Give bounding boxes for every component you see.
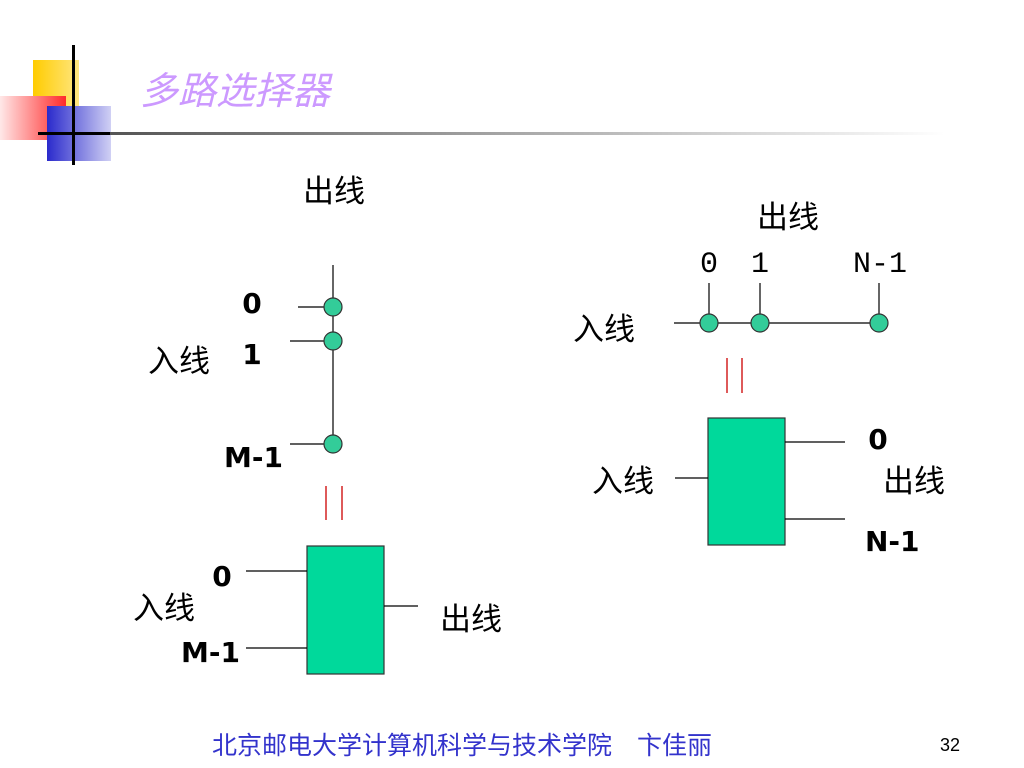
mux-input-index-m-1: M-1 <box>224 441 283 474</box>
demux-block-output-index-n-1: N-1 <box>865 525 920 558</box>
mux-equivalence-mark <box>325 486 343 520</box>
demux-output-index-1: 1 <box>751 248 769 282</box>
page-number: 32 <box>940 735 960 755</box>
mux-node-0 <box>323 297 343 317</box>
mux-input-index-0: 0 <box>242 287 261 320</box>
mux-input-index-1: 1 <box>242 338 261 371</box>
demux-output-label: 出线 <box>757 200 819 236</box>
mux-block-output-label: 出线 <box>440 602 502 638</box>
mux-block-input-index-m-1: M-1 <box>181 636 240 669</box>
slide-title: 多路选择器 <box>140 69 333 113</box>
mux-block-input-index-0: 0 <box>212 560 231 593</box>
slide-decoration <box>0 45 945 165</box>
demux-switch-diagram: 出线 0 1 N-1 入线 <box>573 200 907 348</box>
demux-output-index-0: 0 <box>700 248 718 282</box>
mux-node-1 <box>323 331 343 351</box>
mux-output-label: 出线 <box>303 174 365 210</box>
mux-node-m-1 <box>323 434 343 454</box>
title-underline-rule <box>110 132 945 135</box>
mux-input-label: 入线 <box>148 344 210 380</box>
mux-switch-diagram: 出线 0 1 入线 M-1 <box>148 174 365 474</box>
mux-block <box>306 545 385 675</box>
demux-node-n-1 <box>869 313 889 333</box>
demux-block <box>707 417 786 546</box>
demux-block-output-index-0: 0 <box>868 423 887 456</box>
demux-equivalence-mark <box>726 358 743 393</box>
demux-block-diagram: 入线 0 出线 N-1 <box>592 417 945 558</box>
decoration-horizontal-bar <box>38 132 126 135</box>
slide-footer: 北京邮电大学计算机科学与技术学院 卞佳丽 <box>212 731 712 760</box>
mux-block-diagram: 0 入线 M-1 出线 <box>133 545 502 675</box>
demux-output-index-n-1: N-1 <box>853 248 907 282</box>
demux-input-label: 入线 <box>573 312 635 348</box>
demux-block-output-label: 出线 <box>883 464 945 500</box>
demux-node-0 <box>699 313 719 333</box>
decoration-vertical-bar <box>72 45 75 165</box>
demux-node-1 <box>750 313 770 333</box>
mux-block-input-label: 入线 <box>133 591 195 627</box>
demux-block-input-label: 入线 <box>592 464 654 500</box>
